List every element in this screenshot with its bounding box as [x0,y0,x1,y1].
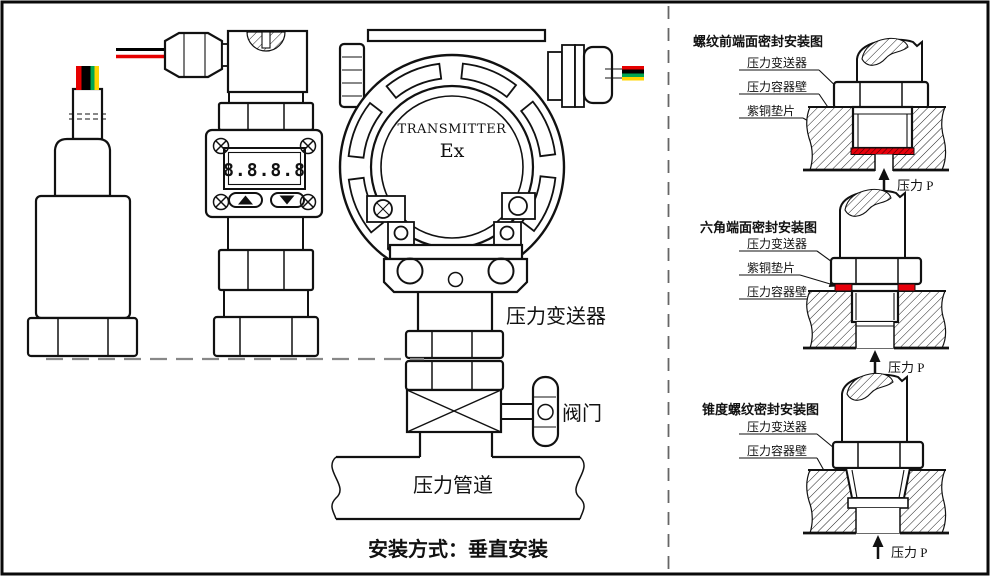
wire-black [622,69,644,74]
leader-label: 压力变送器 [747,236,807,251]
copper-gasket-right [897,283,916,292]
leader-label: 紫铜垫片 [747,103,795,118]
transmitter-display-type: 8.8.8.8 [116,29,324,358]
arrow-down-icon [279,195,295,205]
down-button[interactable] [270,192,305,208]
wire-yellow [622,77,644,81]
seal-diagram-hex-face: 六角端面密封安装图 压力变送器 紫铜垫片 压力容器壁 压力 P [700,188,949,376]
threaded-plug [851,105,914,150]
display-module [204,128,324,219]
valve-handle[interactable] [531,375,560,448]
leader-label: 紫铜垫片 [747,260,795,275]
pipe-drawing [331,432,585,521]
transmitter-body-cut [841,372,908,443]
wire-green [622,73,644,77]
threaded-bore [850,289,900,324]
cable-gland [163,31,224,79]
wire-red [622,66,644,70]
taper-thread-plug [844,467,912,499]
caption-mounting-method: 安装方式：垂直安装 [368,537,548,561]
leader-label: 压力容器壁 [747,284,807,299]
pressure-label: 压力 P [888,360,924,375]
process-flange [382,243,529,294]
pressure-arrow-icon [868,348,882,376]
arrow-up-icon [238,195,253,205]
faceplate-line2: Ex [440,140,465,162]
cable-wire-yellow [94,66,99,90]
transmitter-cable-type [26,66,139,358]
hex-nut [212,315,320,358]
pressure-arrow-icon [877,166,891,194]
lcd-display [227,151,302,186]
hex-nut [26,316,139,358]
pressure-label: 压力 P [897,178,933,193]
pressure-arrow-icon [871,533,885,561]
transmitter-explosion-proof: TRANSMITTER Ex [338,28,644,392]
hex-nut [831,440,925,470]
cable-wire-black [81,66,91,90]
hex-nut [832,80,930,110]
pressure-label: 压力 P [891,545,927,560]
hex-nut [829,256,923,286]
seal-diagram-taper-thread: 锥度螺纹密封安装图 压力变送器 压力容器壁 压力 P [702,372,949,561]
cable-wire-red [76,66,82,90]
display-value: 8.8.8.8 [223,160,306,181]
diagram-title: 六角端面密封安装图 [700,220,817,235]
pipe-label: 压力管道 [413,474,493,497]
top-cap [366,28,547,43]
valve-assembly [405,375,560,448]
transmitter-body-cut [839,188,906,259]
diagram-title: 锥度螺纹密封安装图 [702,402,819,417]
right-gland [547,44,644,108]
leader-label: 压力容器壁 [747,79,807,94]
left-gland [338,42,366,109]
diagram-title: 螺纹前端面密封安装图 [693,34,823,49]
cable-wire-green [90,66,95,90]
leader-label: 压力变送器 [747,419,807,434]
copper-gasket-left [834,283,853,292]
leader-label: 压力容器壁 [747,443,807,458]
seal-diagram-front-face: 螺纹前端面密封安装图 压力变送器 压力容器壁 紫铜垫片 压力 P [693,34,949,194]
leader-label: 压力变送器 [747,55,807,70]
left-section: 8.8.8.8 [26,28,644,561]
faceplate-line1: TRANSMITTER [398,122,508,137]
up-button[interactable] [228,192,263,208]
valve-label: 阀门 [562,402,602,425]
connector-head [226,29,309,94]
transmitter-label: 压力变送器 [506,305,606,328]
